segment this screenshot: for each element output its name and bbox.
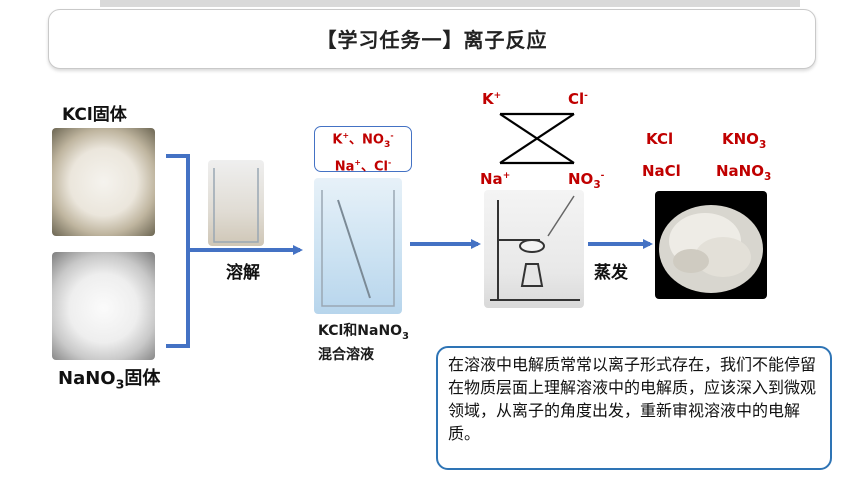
crystal-mixture-photo xyxy=(655,191,767,299)
ion-cl: Cl- xyxy=(568,90,588,108)
ion-k: K+ xyxy=(482,90,502,108)
page-title: 【学习任务一】离子反应 xyxy=(316,28,548,52)
ions-line-1: K+、NO3- xyxy=(332,131,394,150)
stand-sketch xyxy=(490,195,580,301)
ion-na: Na+ xyxy=(480,170,511,188)
top-decor-bar xyxy=(100,0,800,7)
product-nacl: NaCl xyxy=(642,162,681,180)
ions-line-2: Na+、Cl- xyxy=(334,157,392,175)
explanation-note-box: 在溶液中电解质常常以离子形式存在，我们不能停留在物质层面上理解溶液中的电解质，应… xyxy=(436,346,832,470)
nano3-solid-photo xyxy=(52,252,155,360)
title-box: 【学习任务一】离子反应 xyxy=(48,9,816,69)
ion-no3: NO3- xyxy=(568,170,605,191)
beaker-outlines xyxy=(213,168,395,307)
kcl-solid-label: KCl固体 xyxy=(62,105,127,125)
mixture-label: KCl和NaNO3 混合溶液 xyxy=(318,323,409,363)
kcl-solid-photo xyxy=(52,128,155,236)
merge-bracket xyxy=(166,154,190,348)
mixed-solution-beaker-photo xyxy=(314,178,402,314)
evaporate-label: 蒸发 xyxy=(594,263,628,283)
dissolve-label: 溶解 xyxy=(226,263,260,283)
nano3-solid-label: NaNO3固体 xyxy=(58,368,161,392)
product-kno3: KNO3 xyxy=(722,130,767,151)
explanation-note-text: 在溶液中电解质常常以离子形式存在，我们不能停留在物质层面上理解溶液中的电解质，应… xyxy=(448,355,817,443)
solution-ions-box: K+、NO3- Na+、Cl- xyxy=(314,126,412,174)
product-nano3: NaNO3 xyxy=(716,162,772,183)
ion-exchange-cross xyxy=(499,112,575,165)
product-kcl: KCl xyxy=(646,130,674,148)
dissolving-beaker-photo xyxy=(208,160,264,246)
crystal-pile-illustration xyxy=(659,205,763,293)
